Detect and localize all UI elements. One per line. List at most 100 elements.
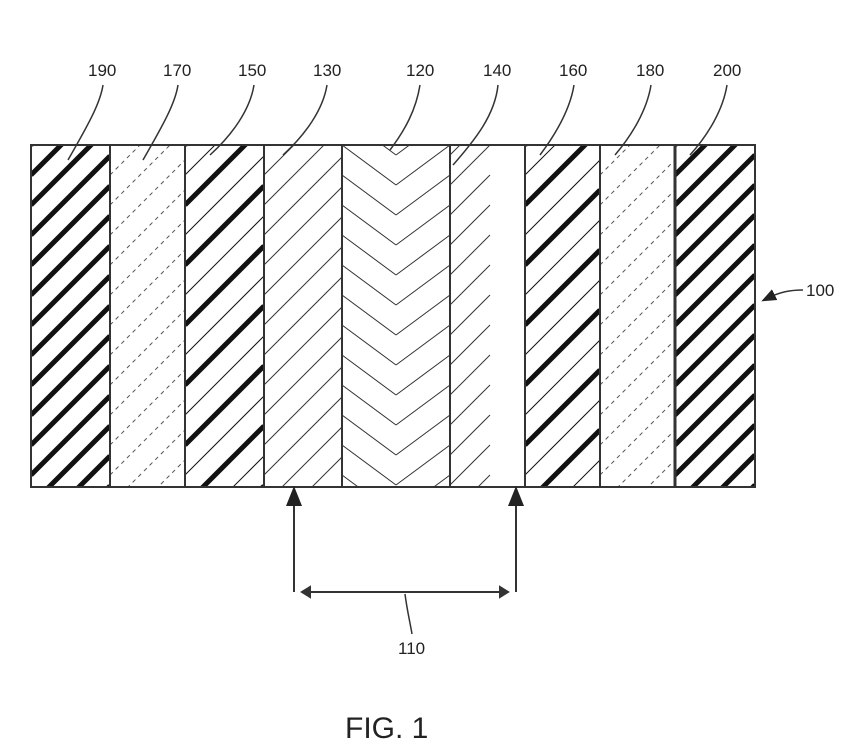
layer-180 xyxy=(600,70,675,625)
hatch-line xyxy=(525,310,600,385)
hatch-line xyxy=(185,366,264,445)
hatch-line xyxy=(450,85,490,125)
hatch-line xyxy=(675,485,755,565)
figure-caption: FIG. 1 xyxy=(345,712,428,745)
hatch-line xyxy=(525,130,600,205)
layer-150 xyxy=(185,66,264,625)
hatch-line xyxy=(264,487,342,565)
hatch-line xyxy=(264,247,342,325)
hatch-line xyxy=(600,490,675,565)
hatch-line xyxy=(342,175,396,215)
hatch-line xyxy=(396,475,450,515)
hatch-line xyxy=(264,367,342,445)
hatch-line xyxy=(525,550,600,625)
hatch-line xyxy=(342,445,396,485)
hatch-line xyxy=(185,246,264,325)
hatch-line xyxy=(110,400,185,475)
span-label: 110 xyxy=(398,639,425,658)
hatch-line xyxy=(110,70,185,145)
hatch-line xyxy=(110,160,185,235)
hatch-line xyxy=(342,85,396,125)
hatch-line xyxy=(396,145,450,185)
hatch-line xyxy=(264,97,342,175)
leader-lines xyxy=(68,85,803,298)
hatch-line xyxy=(110,490,185,565)
hatch-line xyxy=(264,217,342,295)
hatch-line xyxy=(450,235,490,275)
hatch-line xyxy=(396,265,450,305)
hatch-line xyxy=(600,250,675,325)
hatch-line xyxy=(264,157,342,235)
hatch-line xyxy=(525,460,600,535)
layer-190 xyxy=(31,66,110,625)
hatch-line xyxy=(110,430,185,505)
hatch-line xyxy=(342,235,396,275)
label-200: 200 xyxy=(713,61,741,80)
hatch-line xyxy=(185,426,264,505)
hatch-line xyxy=(264,457,342,535)
hatch-line xyxy=(396,355,450,395)
hatch-line xyxy=(675,515,755,595)
layer-160 xyxy=(525,70,600,625)
hatch-line xyxy=(450,265,490,305)
hatch-line xyxy=(600,160,675,235)
layer-130-gap xyxy=(278,220,326,487)
hatch-line xyxy=(185,546,264,625)
hatch-line xyxy=(31,516,110,595)
hatch-line xyxy=(396,115,450,155)
label-160: 160 xyxy=(559,61,587,80)
hatch-line xyxy=(342,505,396,545)
hatch-line xyxy=(110,130,185,205)
label-190: 190 xyxy=(88,61,116,80)
hatch-line xyxy=(450,115,490,155)
hatch-line xyxy=(525,160,600,235)
hatch-line xyxy=(525,430,600,505)
hatch-line xyxy=(264,277,342,355)
label-170: 170 xyxy=(163,61,191,80)
hatch-line xyxy=(600,220,675,295)
hatch-line xyxy=(525,520,600,595)
hatch-line xyxy=(396,325,450,365)
hatch-line xyxy=(600,190,675,265)
hatch-line xyxy=(342,295,396,335)
hatch-line xyxy=(450,205,490,245)
hatch-line xyxy=(185,486,264,565)
hatch-line xyxy=(342,265,396,305)
hatch-line xyxy=(342,355,396,395)
hatch-line xyxy=(31,546,110,625)
hatch-line xyxy=(450,385,490,425)
hatch-line xyxy=(600,130,675,205)
layer-130 xyxy=(264,67,342,625)
hatch-line xyxy=(264,127,342,205)
hatch-line xyxy=(264,547,342,625)
hatch-line xyxy=(525,280,600,355)
hatch-line xyxy=(342,385,396,425)
hatch-line xyxy=(600,550,675,625)
hatch-line xyxy=(450,355,490,395)
hatch-line xyxy=(31,486,110,565)
label-150: 150 xyxy=(238,61,266,80)
hatch-line xyxy=(110,250,185,325)
hatch-line xyxy=(396,205,450,245)
hatch-line xyxy=(110,190,185,265)
hatch-line xyxy=(264,517,342,595)
layer-200 xyxy=(675,65,755,625)
layer-120 xyxy=(342,85,450,575)
hatch-line xyxy=(450,505,490,545)
hatch-line xyxy=(600,370,675,445)
hatch-line xyxy=(600,340,675,415)
hatch-line xyxy=(525,220,600,295)
hatch-line xyxy=(450,175,490,215)
hatch-line xyxy=(185,306,264,385)
hatch-line xyxy=(450,295,490,335)
hatch-line xyxy=(450,445,490,485)
hatch-line xyxy=(525,190,600,265)
hatch-line xyxy=(600,70,675,145)
hatch-line xyxy=(342,475,396,515)
hatch-line xyxy=(600,520,675,595)
label-140: 140 xyxy=(483,61,511,80)
hatch-line xyxy=(675,545,755,625)
hatch-line xyxy=(110,460,185,535)
hatch-line xyxy=(110,280,185,355)
